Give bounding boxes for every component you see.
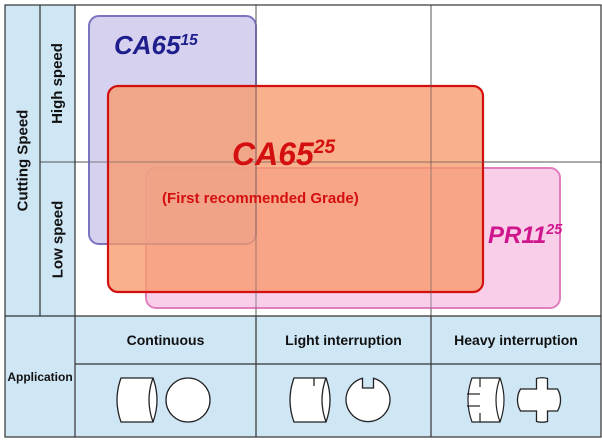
heavy-interruption-side-icon [467, 377, 505, 423]
plot-grid-overlay [40, 5, 601, 316]
grade-label-ca6515: CA6515 [114, 30, 198, 61]
grade-name: CA65 [114, 30, 181, 60]
table-frame [4, 4, 602, 438]
grade-suffix: 25 [313, 137, 336, 159]
continuous-round-icon [165, 377, 211, 423]
grade-suffix: 15 [180, 31, 198, 49]
low-speed-label: Low speed [49, 200, 67, 278]
grade-label-ca6525: CA6525 [232, 136, 335, 173]
grade-name: PR11 [488, 222, 547, 249]
region-ca6525 [106, 84, 485, 294]
continuous-side-icon [116, 377, 158, 423]
application-label: Application [7, 369, 73, 384]
heavy-interruption-cross-icon [516, 377, 562, 423]
grade-name: CA65 [232, 136, 314, 172]
cutting-speed-label: Cutting Speed [14, 109, 32, 212]
light-interruption-keyed-icon [345, 377, 391, 423]
column-header-heavy-interruption: Heavy interruption [454, 332, 578, 348]
column-header-light-interruption: Light interruption [285, 332, 402, 348]
grade-label-pr1125: PR1125 [488, 222, 562, 250]
high-speed-label: High speed [49, 43, 67, 124]
light-interruption-side-icon [289, 377, 331, 423]
first-recommended-note: (First recommended Grade) [162, 190, 359, 207]
column-header-continuous: Continuous [126, 332, 205, 348]
grade-suffix: 25 [546, 222, 563, 239]
